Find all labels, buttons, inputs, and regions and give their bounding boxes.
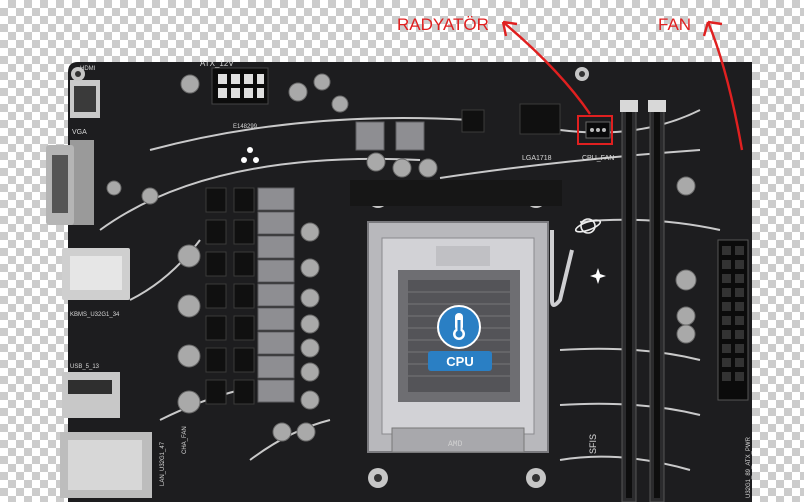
heatsink-arrow [502, 21, 591, 115]
sfis-label: SFIS [588, 434, 598, 454]
kbms-label: KBMS_U32G1_34 [70, 312, 120, 318]
capacitors [106, 73, 697, 442]
fan-arrowhead [702, 20, 723, 37]
cha-fan-label: CHA_FAN [182, 426, 188, 454]
mosfets [205, 103, 561, 405]
atx-pwr-label: U32G1_89_ATX_PWR [746, 436, 752, 498]
atx12v-label: ATX_12V [200, 59, 234, 68]
atx12v-connector [211, 67, 269, 105]
vga-label: VGA [72, 129, 87, 136]
sparkle-icons [241, 147, 606, 284]
lan-label: LAN_U32G1_47 [160, 441, 166, 486]
amd-socket-label: AMD [448, 440, 463, 449]
vrm-heatsink [257, 121, 425, 403]
cpu-badge-label: CPU [446, 354, 473, 369]
cpu-fan-header [585, 121, 611, 139]
cpu-fan-label: CPU_FAN [582, 155, 614, 162]
heatsink-label: RADYATÖR [397, 15, 489, 34]
fan-label: FAN [658, 15, 691, 34]
atx-power-connector [717, 239, 749, 401]
lga-label: LGA1718 [522, 155, 552, 162]
heatsink-arrowhead [501, 20, 518, 37]
thermometer-icon [453, 313, 465, 340]
planet-icon [574, 218, 602, 234]
red-annotations: RADYATÖR FAN [397, 15, 744, 151]
usb-label: USB_5_13 [70, 364, 100, 370]
cpu-badge-plate [428, 351, 492, 371]
ram-slots [620, 100, 666, 502]
cpu-fan-highlight-box [577, 115, 613, 145]
hdmi-label: HDMI [80, 66, 96, 72]
cpu-badge: CPU [428, 305, 492, 371]
io-ports [46, 80, 152, 498]
chip-code-label: E148299 [233, 124, 258, 130]
fan-arrow [706, 21, 744, 151]
